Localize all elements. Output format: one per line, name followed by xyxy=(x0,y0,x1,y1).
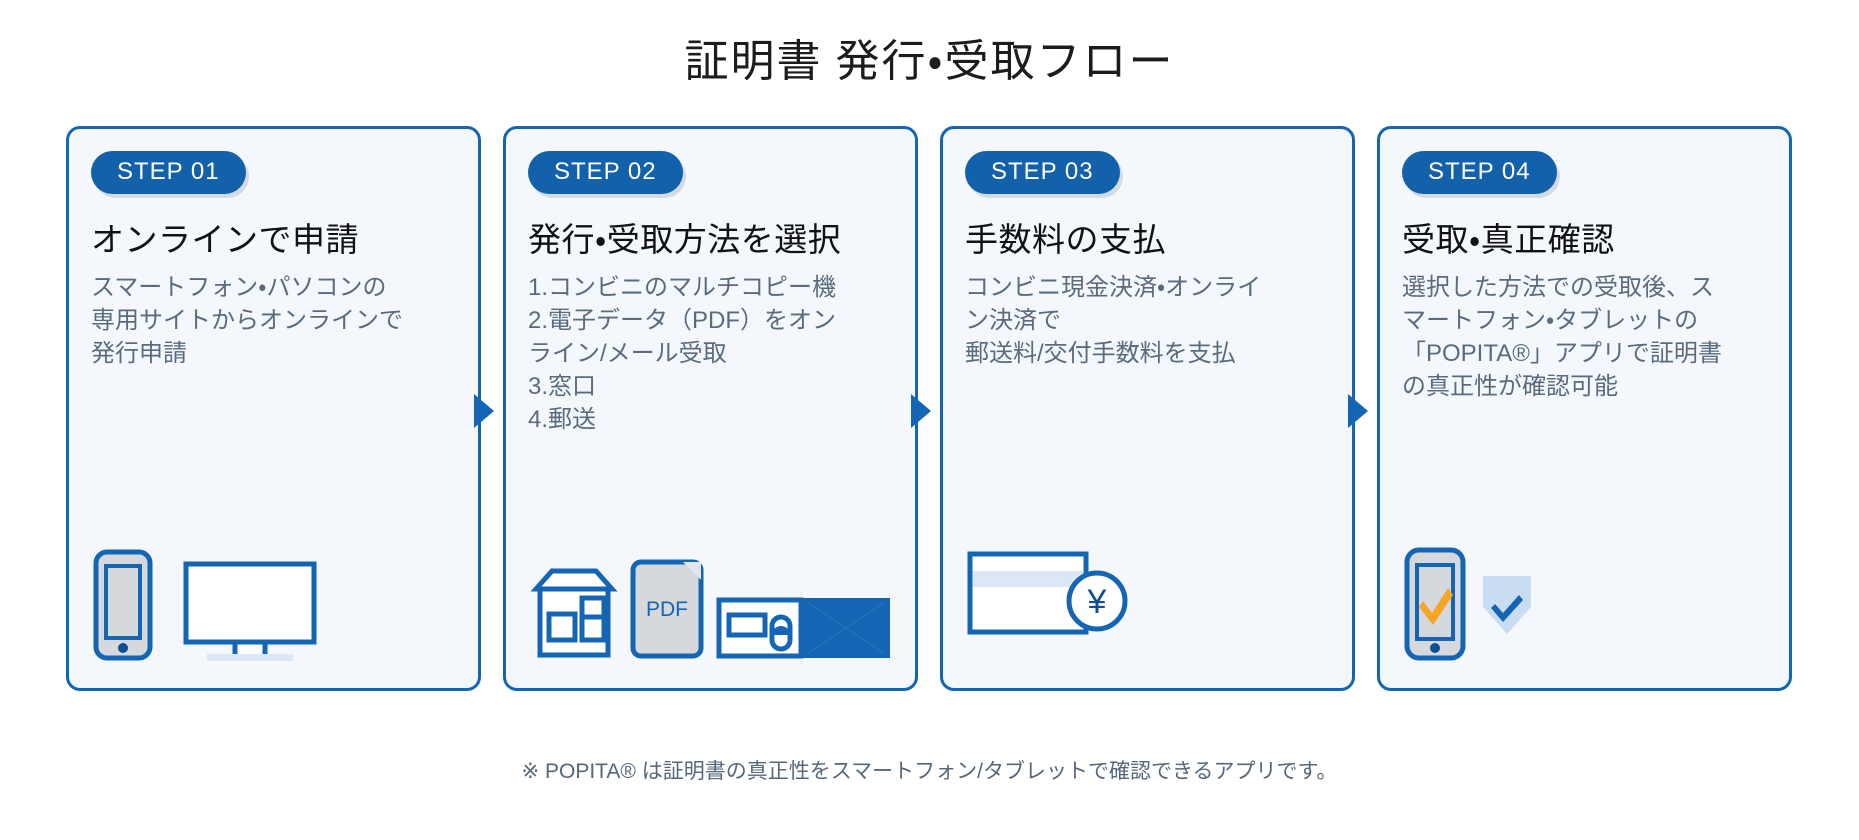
step-title-1: オンラインで申請 xyxy=(91,223,359,259)
flow-diagram: STEP 01 オンラインで申請 スマートフォン・パソコンの 専用サイトからオン… xyxy=(66,126,1793,691)
step-title-3: 手数料の支払 xyxy=(965,223,1166,259)
smartphone-icon xyxy=(93,549,153,666)
payment-card-icon: ¥ xyxy=(967,551,1137,640)
shield-check-icon xyxy=(1480,573,1534,642)
step-title-2: 発行・受取方法を選択 xyxy=(528,223,842,259)
step-icons-2: PDF xyxy=(530,534,891,664)
convenience-store-icon xyxy=(530,567,618,664)
step-card-2[interactable]: STEP 02 発行・受取方法を選択 1.コンビニのマルチコピー機 2.電子デー… xyxy=(503,126,918,691)
step-badge-4: STEP 04 xyxy=(1402,151,1557,194)
service-counter-icon xyxy=(716,597,804,664)
step-icons-4 xyxy=(1404,536,1534,666)
connector-gap-3 xyxy=(1348,126,1377,691)
flow-arrow-3 xyxy=(1348,394,1368,428)
step-icons-3: ¥ xyxy=(967,510,1137,640)
step-badge-2: STEP 02 xyxy=(528,151,683,194)
yen-symbol: ¥ xyxy=(1087,583,1107,621)
footnote: ※ POPITA® は証明書の真正性をスマートフォン/タブレットで確認できるアプ… xyxy=(521,760,1338,783)
pdf-document-icon: PDF xyxy=(630,559,704,664)
smartphone-check-icon xyxy=(1404,547,1466,666)
step-body-3: コンビニ現金決済・オンライ ン決済で 郵送料/交付手数料を支払 xyxy=(965,274,1262,368)
step-card-4[interactable]: STEP 04 受取・真正確認 選択した方法での受取後、ス マートフォン・タブレ… xyxy=(1377,126,1792,691)
step-icons-1 xyxy=(93,536,317,666)
connector-gap-2 xyxy=(911,126,940,691)
step-title-4: 受取・真正確認 xyxy=(1402,223,1615,259)
step-body-4: 選択した方法での受取後、ス マートフォン・タブレットの 「POPITA®」アプリ… xyxy=(1402,274,1722,401)
desktop-monitor-icon xyxy=(183,561,317,666)
page-title: 証明書 発行・受取フロー xyxy=(684,37,1175,86)
pdf-label: PDF xyxy=(646,598,688,621)
step-body-2: 1.コンビニのマルチコピー機 2.電子データ（PDF）をオン ライン/メール受取… xyxy=(528,274,837,434)
step-body-1: スマートフォン・パソコンの 専用サイトからオンラインで 発行申請 xyxy=(91,274,403,368)
flow-arrow-2 xyxy=(911,394,931,428)
mail-envelope-icon xyxy=(801,597,891,664)
step-card-1[interactable]: STEP 01 オンラインで申請 スマートフォン・パソコンの 専用サイトからオン… xyxy=(66,126,481,691)
step-card-3[interactable]: STEP 03 手数料の支払 コンビニ現金決済・オンライ ン決済で 郵送料/交付… xyxy=(940,126,1355,691)
step-badge-1: STEP 01 xyxy=(91,151,246,194)
step-badge-3: STEP 03 xyxy=(965,151,1120,194)
flow-arrow-1 xyxy=(474,394,494,428)
connector-gap-1 xyxy=(474,126,503,691)
